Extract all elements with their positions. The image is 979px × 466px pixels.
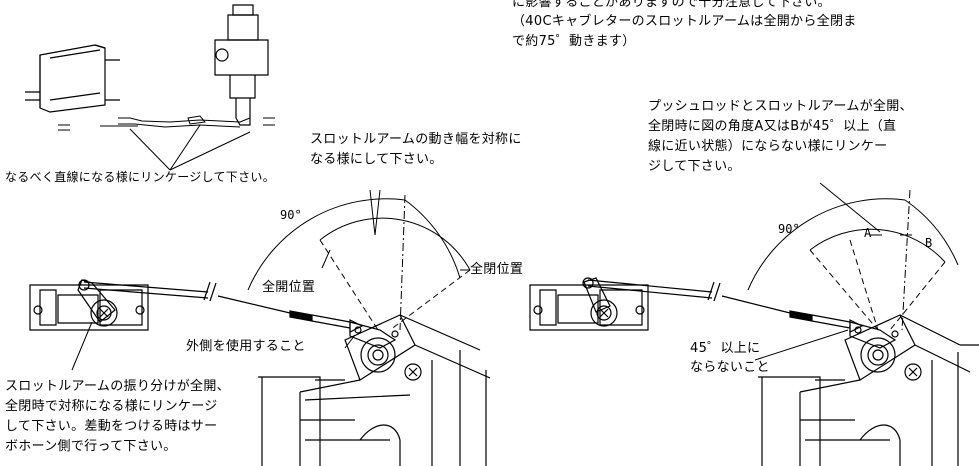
right-pushrod: [588, 280, 862, 332]
note-top-right-line3: で約75゜動きます）: [512, 34, 636, 49]
note-symmetric-line1: スロットルアームの動き幅を対称に: [310, 132, 522, 147]
note-pushrod-line3: 線に近い状態）にならない様にリンケー: [648, 139, 888, 154]
left-servo: [30, 280, 148, 330]
note-pushrod-line2: 全閉時に図の角度A又はBが45゜以上（直: [648, 119, 897, 134]
note-split-line1: スロットルアームの振り分けが全開、: [5, 379, 230, 394]
note-split-line3: して下さい。差動をつける時はサー: [5, 419, 218, 434]
left-carburetor: [258, 315, 490, 466]
note-top-right-line1: に影響することがありますので十分注意して下さい。: [512, 0, 831, 10]
note-pushrod-line4: ジして下さい。: [648, 159, 741, 174]
right-throttle-arm: [850, 322, 898, 348]
right-over45-line1: 45゜以上に: [690, 341, 761, 356]
right-servo: [530, 278, 648, 330]
left-throttle-arm: [350, 322, 398, 348]
right-over45-line2: ならないこと: [690, 360, 770, 375]
small-servo-drawing: [25, 45, 120, 112]
small-carburetor-drawing: [215, 5, 268, 125]
left-angle-arcs: [248, 195, 470, 330]
left-leader-lines: [72, 190, 470, 370]
note-linkage-straight: なるべく直線になる様にリンケージして下さい。: [5, 170, 276, 184]
small-pushrod: [58, 116, 275, 130]
right-carburetor: [758, 315, 979, 466]
small-leader-lines: [130, 125, 250, 170]
left-angle-label: 90°: [280, 208, 302, 222]
note-split-line2: 全閉時で対称になる様にリンケージ: [5, 399, 218, 414]
left-outer-use-label: 外側を使用すること: [186, 339, 306, 354]
note-top-right-line2: （40Cキャブレターのスロットルアームは全開から全閉ま: [512, 14, 857, 29]
note-split-line4: ボホーン側で行って下さい。: [5, 439, 177, 454]
left-pushrod: [84, 282, 362, 332]
left-full-closed-label: 全閉位置: [470, 262, 524, 277]
right-leader-lines: [755, 183, 912, 360]
right-angle-a-label: A: [864, 226, 872, 240]
note-symmetric-line2: なる様にして下さい。: [310, 152, 443, 167]
left-full-open-label: 全開位置: [262, 280, 316, 295]
right-angle-b-label: B: [925, 236, 933, 250]
right-angle-arcs: [748, 190, 958, 330]
right-angle-label: 90°: [778, 222, 800, 236]
note-pushrod-line1: プッシュロッドとスロットルアームが全開、: [648, 99, 913, 114]
